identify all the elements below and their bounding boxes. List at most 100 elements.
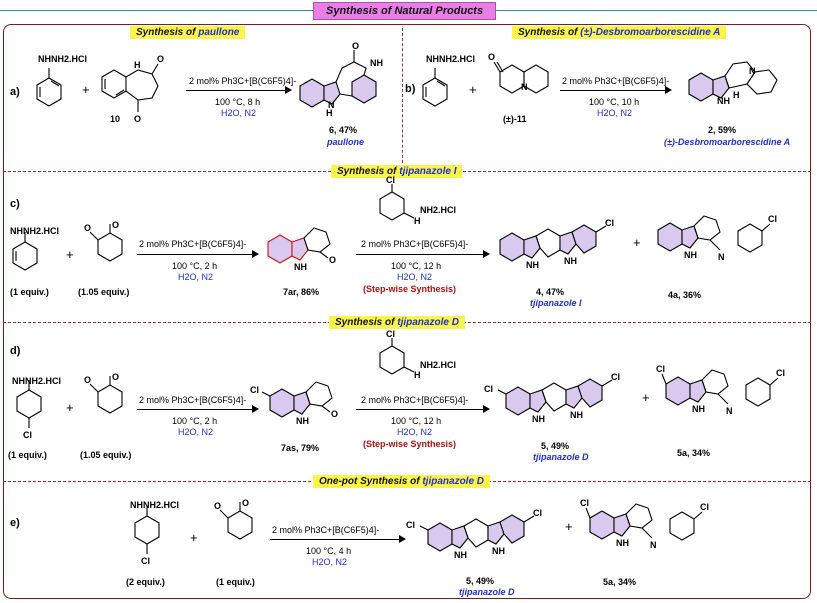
stepwise-c: (Step-wise Synthesis) (363, 284, 457, 294)
atom-o: O (134, 114, 141, 124)
cond2-temp-d: 100 °C, 12 h (391, 416, 442, 426)
intermediate-7ar: O NH (267, 227, 336, 272)
intermediate-7as: Cl O NH (250, 381, 338, 426)
atom-nh: NH (717, 96, 730, 106)
atom-cl: Cl (776, 368, 785, 378)
plus-c1: + (66, 247, 74, 262)
product-yield-b: 2, 59% (708, 125, 737, 135)
atom-o: O (352, 41, 359, 51)
atom-h: H (733, 90, 740, 100)
atom-n: N (650, 540, 657, 550)
product-tjipanazole-d: Cl Cl NH NH (484, 372, 620, 424)
cond1-temp-d: 100 °C, 2 h (172, 416, 218, 426)
product-tjipanazole-d-e: Cl Cl NH NH (406, 508, 542, 560)
cond-solvent-b: H2O, N2 (597, 108, 633, 118)
chlorophenylhydrazine-c: Cl H (379, 175, 421, 226)
reagent-equiv-c: (1 equiv.) (10, 287, 49, 297)
substrate-number-a: 10 (110, 114, 121, 124)
atom-o: O (329, 255, 336, 265)
cyclohexanedione-d: O O (84, 372, 123, 414)
product-name-a: paullone (327, 137, 365, 147)
product-name-c: tjipanazole I (530, 298, 582, 308)
cond1-top-c: 2 mol% Ph3C+[B(C6F5)4]- (139, 239, 247, 249)
section-a-label: a) (10, 86, 20, 98)
product-yield-a: 6, 47% (329, 125, 358, 135)
atom-cl: Cl (656, 364, 665, 374)
product-desbromoarborescidine: N NH H (688, 61, 778, 106)
phenylhydrazine-a (36, 68, 62, 107)
arrow-a (186, 86, 292, 95)
product-tjipanazole-i: Cl NH NH (499, 218, 614, 270)
arrow-c2 (356, 250, 490, 259)
side-product-d: 5a, 34% (677, 448, 711, 458)
title-section-c: Synthesis of tjipanazole I (331, 165, 463, 178)
plus-b: + (469, 82, 477, 97)
atom-nh: NH (532, 414, 545, 424)
reagent-label-e: NHNH2.HCl (130, 500, 180, 510)
substrate-11: O N (488, 52, 549, 94)
atom-n: N (726, 406, 733, 416)
plus-e2: + (565, 519, 573, 534)
atom-cl: Cl (605, 218, 614, 228)
atom-nh: NH (454, 550, 467, 560)
atom-n: N (521, 82, 528, 92)
atom-cl: Cl (533, 508, 542, 518)
title-section-b: Synthesis of (±)-Desbromoarborescidine A (512, 26, 727, 39)
cond2-top-d: 2 mol% Ph3C+[B(C6F5)4]- (361, 395, 469, 405)
atom-o: O (84, 375, 91, 385)
atom-nh: NH (570, 410, 583, 420)
cond1-top-d: 2 mol% Ph3C+[B(C6F5)4]- (139, 395, 247, 405)
cond1-solvent-d: H2O, N2 (178, 427, 214, 437)
side-product-5a: Cl Cl NH N (656, 364, 785, 416)
scheme-frame (3, 24, 811, 599)
atom-cl: Cl (386, 329, 395, 339)
page-banner: Synthesis of Natural Products (313, 2, 497, 20)
arrow-d1 (137, 405, 259, 414)
cond2-top-c: 2 mol% Ph3C+[B(C6F5)4]- (361, 239, 469, 249)
side-product-5a-e: Cl Cl NH N (580, 498, 709, 550)
atom-cl: Cl (580, 498, 589, 508)
atom-n: N (718, 252, 725, 262)
atom-nh: H (414, 370, 421, 380)
atom-nh: NH (296, 416, 309, 426)
cond-top-e: 2 mol% Ph3C+[B(C6F5)4]- (272, 525, 380, 535)
atom-nh: H (326, 108, 333, 118)
phenylhydrazine-c (12, 232, 38, 271)
arrow-e (270, 535, 406, 544)
atom-cl: Cl (768, 214, 777, 224)
title-section-e: One-pot Synthesis of tjipanazole D (313, 475, 491, 488)
atom-cl: Cl (250, 385, 259, 395)
plus-c2: + (633, 235, 641, 250)
divider-ab (402, 28, 403, 168)
atom-cl: Cl (406, 520, 415, 530)
product-yield-c: 4, 47% (536, 287, 565, 297)
atom-o: O (112, 220, 119, 230)
atom-nh: H (414, 216, 421, 226)
cond2-solvent-d: H2O, N2 (397, 427, 433, 437)
section-d-label: d) (10, 345, 21, 357)
reagent-label-d: NHNH2.HCl (12, 376, 62, 386)
arrow-c1 (137, 250, 259, 259)
reagent2-label-d: NH2.HCl (420, 360, 457, 370)
atom-cl: Cl (23, 430, 32, 440)
title-section-a: Synthesis of paullone (130, 26, 246, 39)
product-yield-d: 5, 49% (541, 441, 570, 451)
atom-nh: NH (492, 546, 505, 556)
atom-cl: Cl (484, 384, 493, 394)
section-b-label: b) (405, 83, 416, 95)
cond2-temp-c: 100 °C, 12 h (391, 261, 442, 271)
side-product-e: 5a, 34% (603, 577, 637, 587)
cond1-solvent-c: H2O, N2 (178, 272, 214, 282)
atom-cl: Cl (386, 175, 395, 185)
reagent-label-c: NHNH2.HCl (10, 226, 60, 236)
side-product-4a: Cl NH N (657, 214, 777, 262)
reagent2-label-c: NH2.HCl (420, 205, 457, 215)
atom-nh: NH (564, 256, 577, 266)
substrate-number-b: (±)-11 (503, 114, 527, 124)
intermediate-yield-c: 7ar, 86% (283, 287, 320, 297)
chlorophenylhydrazine-d2: Cl H (379, 329, 421, 380)
cyclohexanedione-e: O O (214, 498, 253, 540)
product-name-b: (±)-Desbromoarborescidine A (664, 137, 791, 147)
plus-e1: + (190, 530, 198, 545)
atom-cl: Cl (611, 372, 620, 382)
